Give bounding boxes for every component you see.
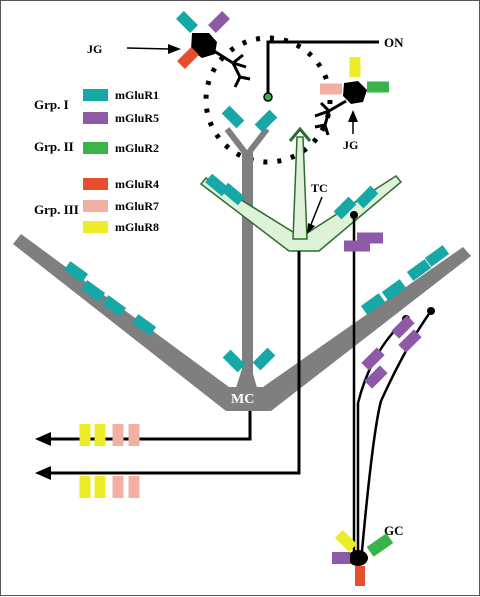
mitral-primary-dendrite (242, 151, 253, 391)
legend-swatch-mglur2 (83, 142, 108, 154)
receptor-tc-dendrite-4 (355, 185, 379, 209)
legend-label-mglur8: mGluR8 (115, 220, 159, 234)
tufted-axon-arrowhead (35, 466, 51, 480)
legend-label-mglur7: mGluR7 (115, 199, 159, 213)
mitral-tuft-right (244, 127, 270, 157)
receptor-mc-tuft-1 (221, 105, 245, 129)
receptor-mc-axon-mglur8-1 (79, 424, 91, 446)
tufted-tuft (288, 126, 312, 142)
receptor-gc-soma-mglur4 (355, 566, 365, 586)
legend-group-3: Grp. III (34, 202, 79, 217)
legend-swatch-mglur5 (83, 112, 108, 124)
receptor-tc-axon-mglur8-2 (94, 476, 106, 498)
granule-cell-soma (348, 550, 368, 566)
legend-swatch-mglur7 (83, 200, 108, 212)
legend: Grp. I Grp. II Grp. III mGluR1 mGluR5 mG… (34, 88, 159, 234)
receptor-jg-right-mglur2 (367, 81, 389, 93)
receptor-tc-axon-mglur8-1 (79, 476, 91, 498)
jg-cell-left (191, 33, 251, 88)
receptor-mc-axon-mglur8-2 (94, 424, 106, 446)
receptor-gc-soma-mglur5 (332, 552, 350, 564)
receptor-mc-soma-1 (222, 349, 246, 373)
receptor-tc-dendrite-2 (221, 182, 245, 206)
receptor-mc-lateral-right-3 (406, 259, 432, 281)
gc-label: GC (384, 523, 404, 538)
receptor-mc-lateral-right-4 (424, 245, 450, 267)
receptor-mc-lateral-left-4 (131, 314, 157, 336)
jg-left-pointer-arrowhead (168, 44, 181, 54)
tufted-axon (49, 251, 301, 475)
receptor-markers (63, 11, 450, 586)
legend-swatch-mglur1 (83, 89, 108, 101)
jg-cell-right (314, 81, 367, 136)
jg-left-label: JG (87, 42, 102, 56)
receptor-mc-tuft-2 (254, 109, 278, 133)
receptor-gc-soma-mglur2 (366, 533, 394, 557)
mitral-axon (49, 411, 252, 441)
legend-group-2: Grp. II (34, 139, 74, 154)
tc-pointer-line (309, 196, 323, 228)
receptor-jg-left-mglur5 (208, 11, 230, 33)
receptor-mc-lateral-right-1 (360, 293, 386, 315)
receptor-jg-right-mglur8 (349, 57, 361, 77)
on-label: ON (384, 35, 404, 50)
receptor-gc-dendrite-mglur5-3 (391, 315, 415, 339)
receptor-tc-dendrite-3 (333, 196, 357, 220)
glomerulus-boundary (203, 35, 333, 165)
receptor-mc-soma-2 (252, 347, 276, 371)
legend-swatch-mglur4 (83, 178, 108, 190)
receptor-gc-dendrite-mglur5-2 (364, 365, 388, 389)
receptor-gc-dendrite-mglur5-1 (361, 347, 385, 371)
legend-label-mglur1: mGluR1 (115, 88, 159, 102)
receptor-jg-left-mglur1 (176, 11, 198, 33)
legend-swatch-mglur8 (83, 221, 108, 233)
receptor-gc-spine-mglur5-2 (357, 232, 383, 244)
receptor-jg-right-mglur7 (320, 83, 342, 95)
receptor-tc-axon-mglur7-2 (128, 476, 140, 498)
olfactory-nerve-axon (266, 40, 379, 97)
legend-label-mglur4: mGluR4 (115, 177, 159, 191)
receptor-mc-axon-mglur7-1 (112, 424, 124, 446)
jg-right-pointer-arrowhead (348, 110, 358, 122)
jg-right-label: JG (343, 138, 358, 152)
receptor-mc-lateral-left-2 (80, 280, 106, 302)
receptor-jg-left-mglur4 (177, 47, 199, 69)
receptor-gc-spine-mglur5-1 (344, 240, 370, 252)
jg-left-pointer-line (126, 47, 170, 50)
receptor-tc-axon-mglur7-1 (112, 476, 124, 498)
tufted-cell (199, 126, 403, 252)
receptor-mc-lateral-left-3 (101, 295, 127, 317)
tc-pointer-arrowhead (307, 223, 315, 234)
tufted-primary-dendrite (292, 136, 308, 240)
olfactory-nerve-terminal (263, 92, 273, 102)
legend-group-1: Grp. I (34, 97, 69, 112)
mitral-cell (13, 127, 471, 411)
receptor-mc-lateral-left-1 (63, 261, 89, 283)
tc-label: TC (311, 181, 328, 195)
receptor-gc-dendrite-mglur5-4 (398, 329, 422, 353)
mitral-lateral-dendrites (13, 234, 471, 411)
mitral-axon-arrowhead (35, 432, 51, 446)
receptor-mc-axon-mglur7-2 (128, 424, 140, 446)
mitral-tuft-left (224, 127, 250, 157)
mc-label: MC (231, 392, 254, 407)
legend-label-mglur2: mGluR2 (115, 141, 159, 155)
receptor-mc-lateral-right-2 (381, 279, 407, 301)
mitral-soma-taper (235, 353, 258, 391)
receptor-gc-soma-mglur8 (335, 530, 357, 552)
legend-label-mglur5: mGluR5 (115, 111, 159, 125)
